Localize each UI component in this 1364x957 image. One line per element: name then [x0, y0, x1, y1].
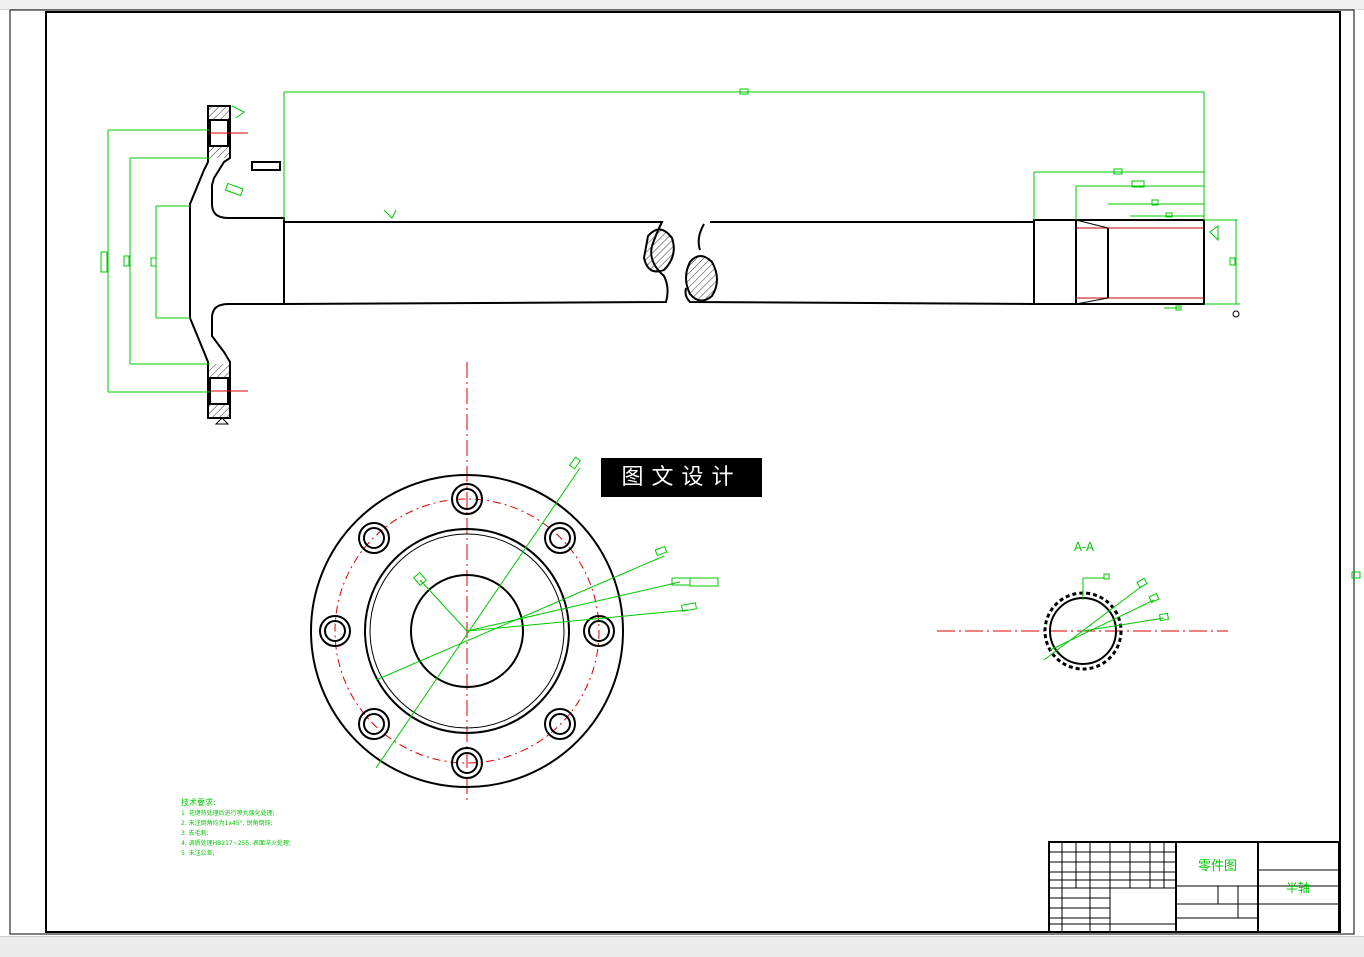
sheet-outer-border	[9, 9, 1355, 935]
side-view	[100, 88, 1240, 425]
sheet-inner-border	[45, 11, 1341, 933]
front-view	[310, 362, 719, 800]
shaft-right	[684, 221, 1035, 306]
tech-note-item: 3. 去毛刺;	[181, 830, 209, 837]
section-label-aa: A-A	[1073, 540, 1095, 554]
tech-note-item: 5. 未注公差;	[181, 850, 215, 857]
technical-requirements: 技术要求: 1. 花键热处理后进行喷丸强化处理; 2. 未注倒角均为1x45°,…	[181, 797, 381, 859]
title-block	[1048, 841, 1340, 933]
title-block-drawing-type: 零件图	[1198, 859, 1238, 874]
spline-end	[1033, 219, 1205, 305]
tech-notes-heading: 技术要求:	[181, 798, 216, 807]
section-aa	[937, 573, 1228, 671]
watermark-banner: 图文设计	[601, 458, 762, 497]
break-right	[685, 255, 718, 302]
shaft-left	[283, 221, 669, 305]
flange-outline	[189, 105, 285, 419]
break-left	[642, 228, 675, 273]
status-strip	[0, 936, 1364, 957]
tech-note-item: 4. 调质处理HB217~255, 表面淬火处理;	[181, 840, 292, 847]
title-block-part-name: 半轴	[1286, 881, 1311, 895]
tech-note-item: 2. 未注倒角均为1x45°, 锐角倒钝;	[181, 820, 273, 827]
roughness-symbol	[251, 161, 281, 171]
tech-note-item: 1. 花键热处理后进行喷丸强化处理;	[181, 810, 275, 817]
